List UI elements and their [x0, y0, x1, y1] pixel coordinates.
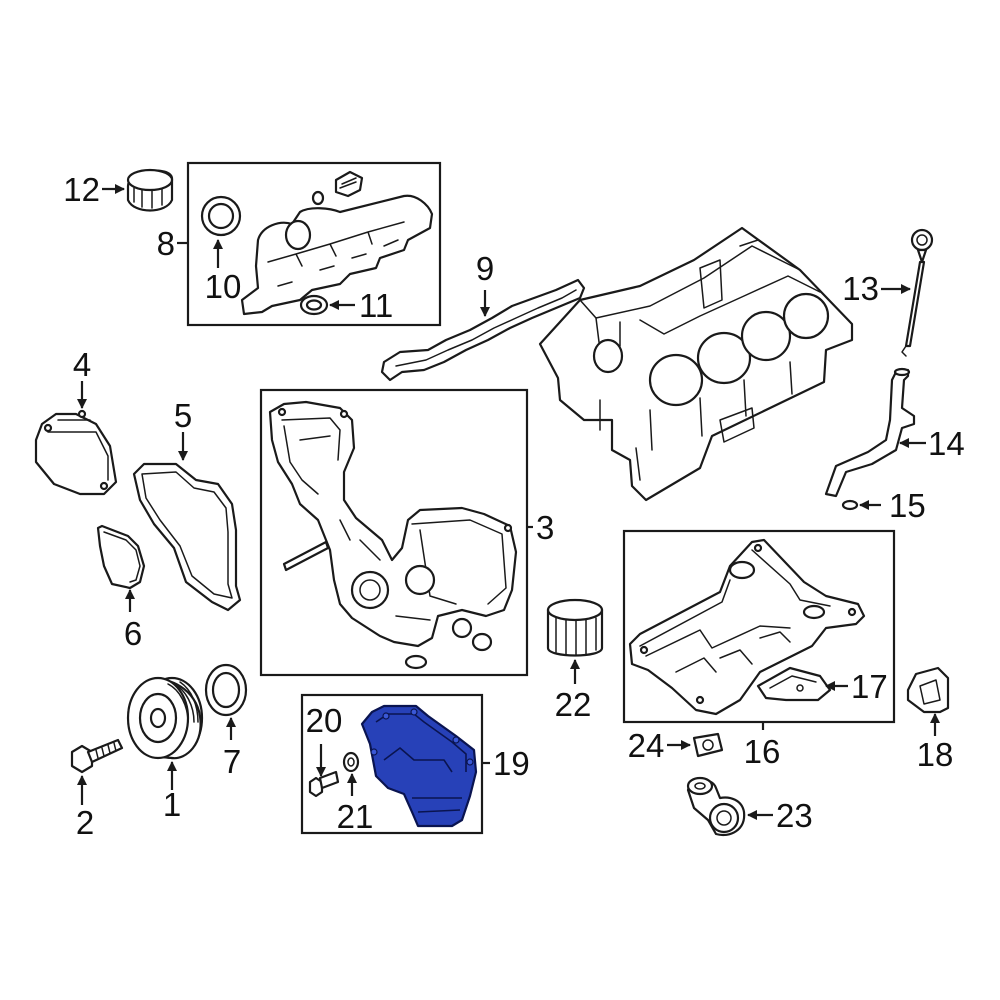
upper-oil-pan-part-16[interactable] — [628, 538, 866, 716]
front-cover-part-3[interactable] — [268, 400, 518, 670]
gasket-part-6[interactable] — [96, 524, 146, 590]
callout-19[interactable]: 19 — [493, 745, 530, 782]
dipstick-tube-part[interactable] — [824, 367, 916, 498]
callout-2[interactable]: 2 — [76, 804, 94, 841]
callout-4[interactable]: 4 — [73, 346, 91, 383]
oil-filter-part[interactable] — [546, 598, 604, 657]
o-ring-part-15[interactable] — [841, 499, 859, 511]
timing-cover-part-4[interactable] — [34, 409, 118, 496]
callout-22[interactable]: 22 — [555, 686, 592, 723]
crank-seal-part-7[interactable] — [204, 663, 248, 717]
callout-20[interactable]: 20 — [306, 702, 343, 739]
drain-plug-washer-part-21[interactable] — [342, 751, 360, 773]
leader-lines — [77, 184, 940, 820]
callout-3[interactable]: 3 — [536, 509, 554, 546]
timing-cover-gasket-part-5[interactable] — [132, 462, 242, 612]
callout-14[interactable]: 14 — [928, 425, 965, 462]
dipstick-part[interactable] — [901, 228, 934, 357]
callout-8[interactable]: 8 — [157, 225, 175, 262]
callout-11[interactable]: 11 — [359, 287, 393, 324]
callout-17[interactable]: 17 — [851, 668, 888, 705]
callout-16[interactable]: 16 — [744, 733, 781, 770]
pulley-bolt-part[interactable] — [70, 738, 124, 774]
callout-9[interactable]: 9 — [476, 250, 494, 287]
drain-plug-part-20[interactable] — [308, 770, 340, 798]
callout-labels: 12 8 10 11 9 13 14 15 4 5 6 3 22 20 21 1… — [63, 171, 964, 841]
callout-5[interactable]: 5 — [174, 397, 192, 434]
callout-18[interactable]: 18 — [917, 736, 954, 773]
callout-23[interactable]: 23 — [776, 797, 813, 834]
engine-block — [538, 226, 854, 502]
callout-12[interactable]: 12 — [63, 171, 100, 208]
oil-pan-part-19-highlighted[interactable] — [360, 704, 478, 828]
group-box-16 — [622, 529, 896, 724]
valve-cover-seal-part[interactable] — [200, 195, 242, 237]
oil-baffle-part-17[interactable] — [756, 666, 832, 702]
callout-21[interactable]: 21 — [337, 798, 374, 835]
callout-24[interactable]: 24 — [628, 727, 665, 764]
callout-15[interactable]: 15 — [889, 487, 926, 524]
group-box-3 — [259, 388, 529, 677]
crankshaft-pulley-part[interactable] — [126, 676, 204, 760]
callout-7[interactable]: 7 — [223, 743, 241, 780]
valve-cover-gasket-part[interactable] — [380, 278, 586, 382]
callout-6[interactable]: 6 — [124, 615, 142, 652]
oil-filler-cap-part[interactable] — [126, 168, 174, 212]
callout-13[interactable]: 13 — [842, 270, 879, 307]
valve-cover-part[interactable] — [240, 170, 434, 316]
small-seal-part-11[interactable] — [299, 294, 329, 316]
oil-strainer-part-23[interactable] — [686, 776, 746, 837]
callout-1[interactable]: 1 — [163, 786, 181, 823]
strainer-gasket-part-24[interactable] — [692, 732, 724, 758]
callout-10[interactable]: 10 — [205, 268, 242, 305]
bracket-part-18[interactable] — [906, 666, 950, 714]
